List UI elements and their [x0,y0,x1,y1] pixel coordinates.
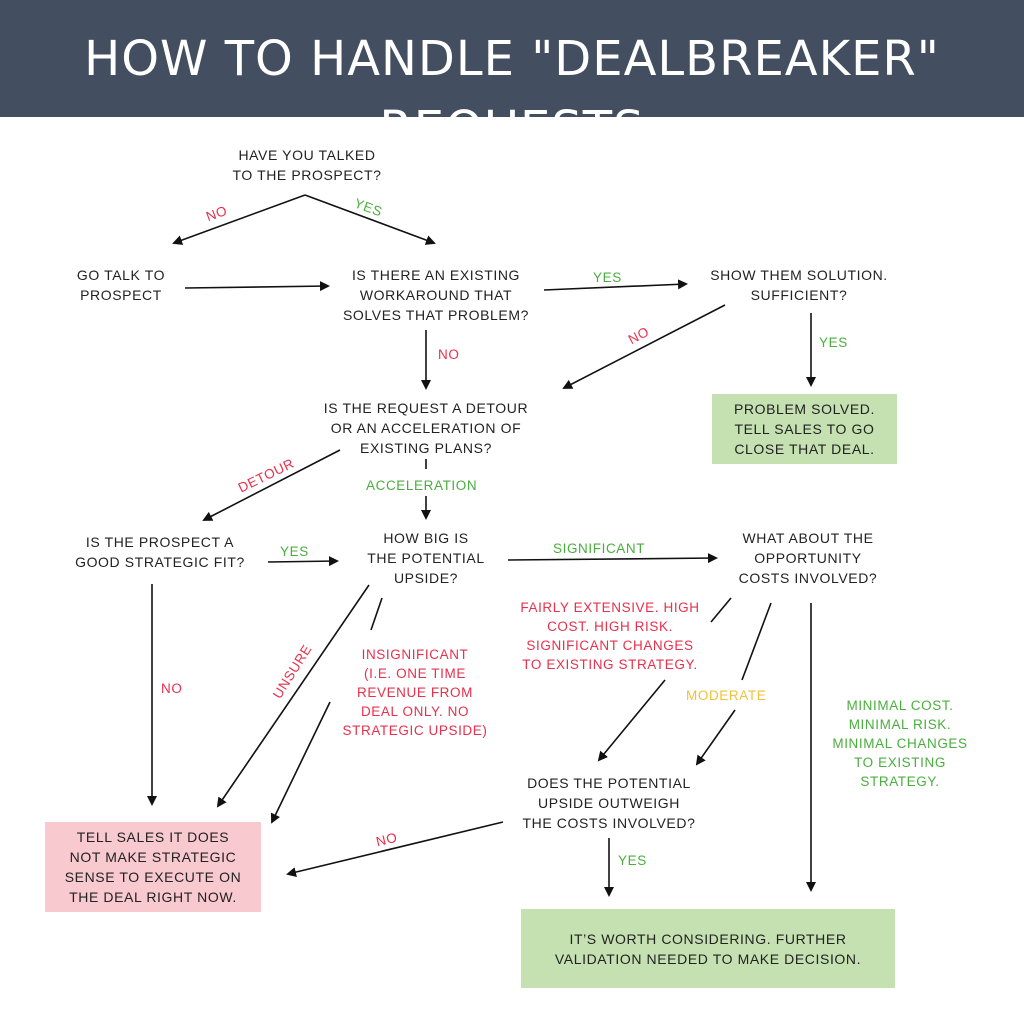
label-moderate: MODERATE [686,688,767,703]
node-talked-to-prospect: HAVE YOU TALKED TO THE PROSPECT? [232,147,382,183]
node-how-big-upside: HOW BIG IS THE POTENTIAL UPSIDE? [367,530,485,586]
node-strategic-fit: IS THE PROSPECT A GOOD STRATEGIC FIT? [75,534,245,570]
node-go-talk-to-prospect: GO TALK TO PROSPECT [76,267,166,303]
label-minimal: MINIMAL COST. MINIMAL RISK. MINIMAL CHAN… [832,698,968,789]
arrow-moderate [695,709,736,766]
arrow-workaround-yes [543,279,688,291]
label-insignificant: INSIGNIFICANT (I.E. ONE TIME REVENUE FRO… [342,647,488,738]
label-workaround-yes: YES [593,270,622,285]
arrow-extensive [597,679,666,762]
arrow-outweigh-no [286,821,504,877]
box-tell-sales-no: TELL SALES IT DOES NOT MAKE STRATEGIC SE… [45,822,261,912]
node-show-solution: SHOW THEM SOLUTION. SUFFICIENT? [710,267,888,303]
page-title: HOW TO HANDLE "DEALBREAKER" REQUESTS [84,31,940,157]
arrow-fit-yes [267,556,339,567]
arrow-unsure [216,584,370,808]
header-bar: HOW TO HANDLE "DEALBREAKER" REQUESTS [0,0,1024,157]
label-solution-yes: YES [819,335,848,350]
arrow-solution-no [562,304,726,389]
label-fit-no: NO [161,681,183,696]
arrow-talked-no [172,194,306,245]
arrow-insignificant-top [370,597,383,631]
label-significant: SIGNIFICANT [553,541,646,556]
arrow-talked-yes [304,194,436,245]
arrow-insignificant [270,701,331,824]
arrow-detour [202,449,341,521]
label-workaround-no: NO [438,347,460,362]
node-opportunity-costs: WHAT ABOUT THE OPPORTUNITY COSTS INVOLVE… [738,530,878,586]
label-fit-yes: YES [280,544,309,559]
arrow-gotalk-workaround [184,281,330,292]
label-fairly-extensive: FAIRLY EXTENSIVE. HIGH COST. HIGH RISK. … [520,600,700,672]
box-worth-considering: IT’S WORTH CONSIDERING. FURTHER VALIDATI… [521,909,895,988]
node-existing-workaround: IS THERE AN EXISTING WORKAROUND THAT SOL… [342,267,530,323]
box-problem-solved: PROBLEM SOLVED. TELL SALES TO GO CLOSE T… [712,394,897,464]
arrow-moderate-top [741,602,772,681]
arrow-significant [507,553,718,564]
label-acceleration: ACCELERATION [366,478,478,493]
arrow-extensive-top [710,597,732,623]
node-detour-or-acceleration: IS THE REQUEST A DETOUR OR AN ACCELERATI… [323,400,529,456]
node-upside-outweigh-costs: DOES THE POTENTIAL UPSIDE OUTWEIGH THE C… [522,775,696,831]
label-outweigh-yes: YES [618,853,647,868]
